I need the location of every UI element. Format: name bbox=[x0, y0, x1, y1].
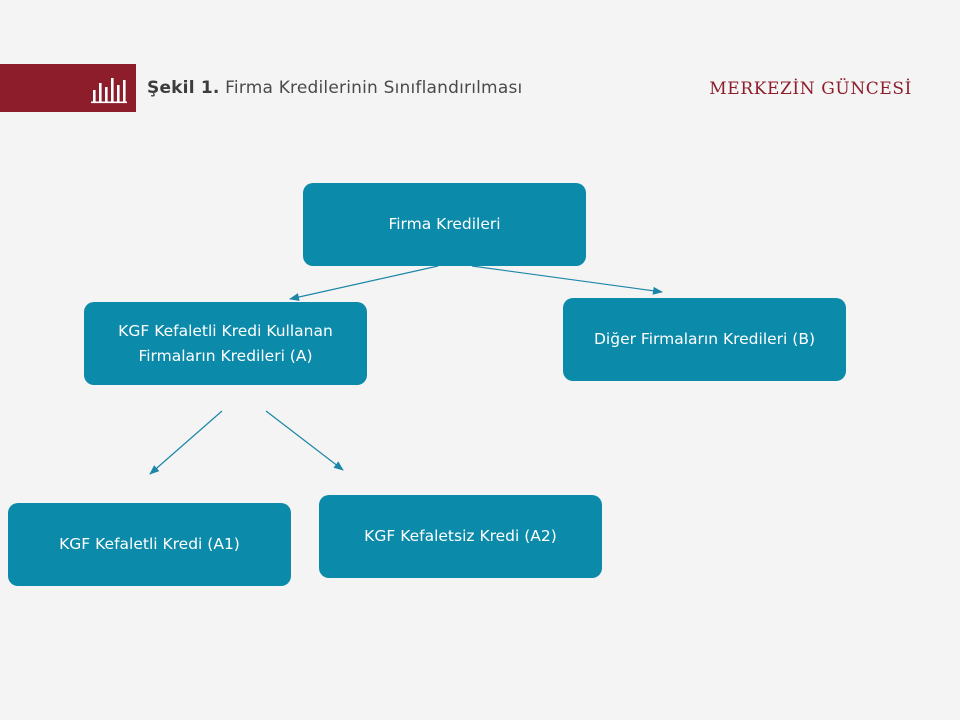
header-accent-bar bbox=[0, 64, 136, 112]
figure-number: Şekil 1. bbox=[147, 78, 220, 98]
edge-a-to-a1 bbox=[149, 410, 223, 475]
edge-a-to-a2 bbox=[265, 410, 344, 471]
node-label: KGF Kefaletli Kredi (A1) bbox=[59, 535, 240, 553]
node-diger-firmalar: Diğer Firmaların Kredileri (B) bbox=[563, 298, 846, 381]
node-kgf-kefaletli-kredi: KGF Kefaletli Kredi (A1) bbox=[8, 503, 291, 586]
figure-title: Firma Kredilerinin Sınıflandırılması bbox=[225, 78, 523, 98]
node-label: Firma Kredileri bbox=[388, 215, 501, 233]
node-firma-kredileri: Firma Kredileri bbox=[303, 183, 586, 266]
node-label: KGF Kefaletsiz Kredi (A2) bbox=[364, 527, 557, 545]
node-label: KGF Kefaletli Kredi Kullanan Firmaların … bbox=[118, 321, 333, 365]
figure-caption: Şekil 1. Firma Kredilerinin Sınıflandırı… bbox=[147, 78, 522, 98]
brand-logo-text: MERKEZİN GÜNCESİ bbox=[709, 79, 912, 99]
edge-root-to-a bbox=[289, 265, 439, 301]
node-label: Diğer Firmaların Kredileri (B) bbox=[594, 330, 815, 348]
node-kgf-kefaletsiz-kredi: KGF Kefaletsiz Kredi (A2) bbox=[319, 495, 602, 578]
bar-chart-icon bbox=[91, 78, 127, 104]
node-kgf-kefaletli-firmalar: KGF Kefaletli Kredi Kullanan Firmaların … bbox=[84, 302, 367, 385]
edge-root-to-b bbox=[471, 265, 663, 295]
